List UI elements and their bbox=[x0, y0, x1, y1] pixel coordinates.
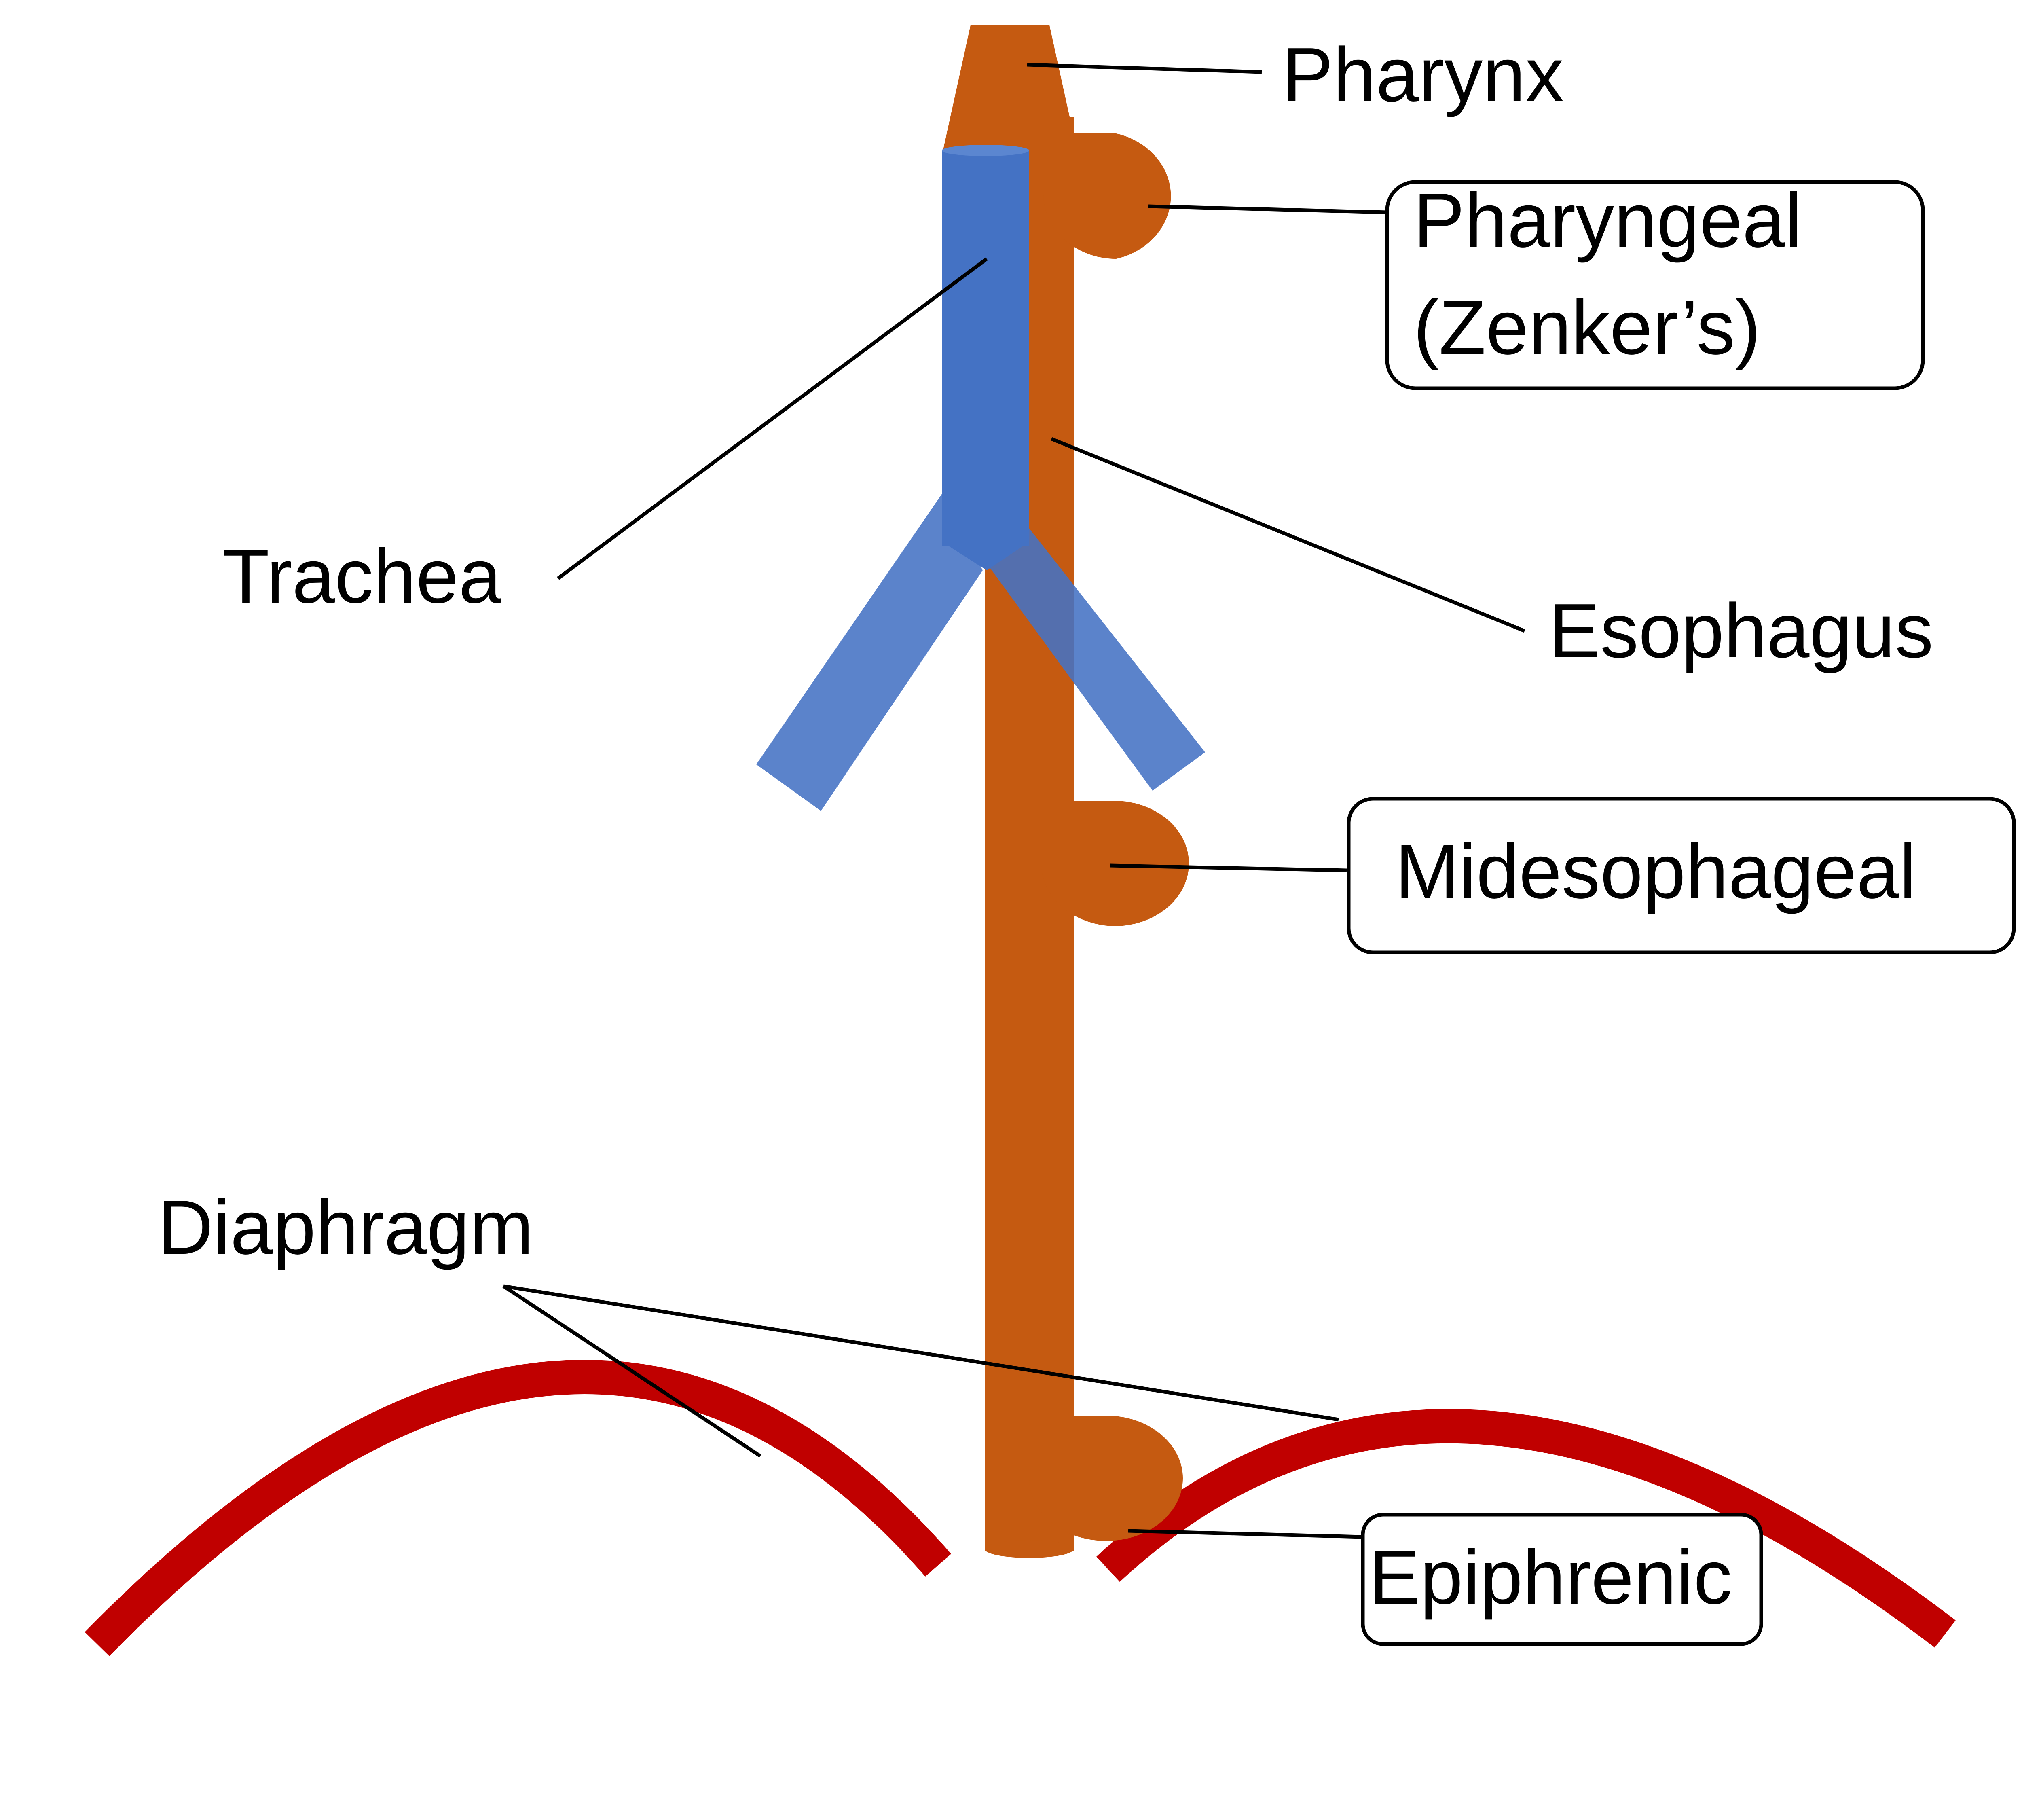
trachea-leader bbox=[557, 257, 988, 580]
midesophageal-label-box bbox=[1347, 797, 2016, 954]
diaphragm-label: Diaphragm bbox=[158, 1185, 533, 1270]
midesophageal-diverticulum bbox=[1041, 801, 1189, 926]
pharynx-leader bbox=[1027, 63, 1262, 74]
epiphrenic-leader bbox=[1128, 1529, 1363, 1539]
trachea-label: Trachea bbox=[222, 533, 501, 619]
esophagus-tube bbox=[985, 526, 1074, 1551]
epiphrenic-label-box bbox=[1361, 1513, 1763, 1646]
epiphrenic-diverticulum bbox=[1029, 1416, 1183, 1541]
esophagus-leader bbox=[1051, 437, 1525, 633]
pharynx-label: Pharynx bbox=[1282, 32, 1564, 118]
pharyngeal-label-line2: (Zenker’s) bbox=[1413, 285, 1761, 370]
pharyngeal-label-line1: Pharyngeal bbox=[1413, 178, 1802, 263]
esophagus-bottom-end bbox=[985, 1540, 1074, 1558]
carina bbox=[942, 542, 1029, 570]
diaphragm-leader-right bbox=[503, 1284, 1339, 1422]
trachea bbox=[756, 145, 1205, 811]
diaphragm-right-dome bbox=[1096, 1409, 1956, 1648]
midesophageal-leader bbox=[1110, 863, 1347, 872]
trachea-top-end bbox=[942, 145, 1029, 156]
trachea-tube bbox=[942, 150, 1029, 546]
left-main-bronchus bbox=[756, 493, 983, 811]
leader-lines bbox=[502, 63, 1525, 1539]
esophagus-label: Esophagus bbox=[1549, 588, 1933, 674]
pharyngeal-label-box bbox=[1385, 180, 1925, 390]
diaphragm-leader-left bbox=[502, 1285, 761, 1458]
epiphrenic-label: Epiphrenic bbox=[1369, 1534, 1732, 1620]
pharyngeal-leader bbox=[1148, 204, 1387, 214]
pharyngeal-diverticulum bbox=[1043, 133, 1171, 259]
right-main-bronchus bbox=[989, 526, 1205, 791]
pharynx-shape bbox=[942, 25, 1078, 154]
diaphragm bbox=[85, 1360, 1956, 1656]
esophagus bbox=[985, 117, 1074, 1558]
diaphragm-left-dome bbox=[85, 1360, 952, 1656]
midesophageal-label: Midesophageal bbox=[1395, 829, 1916, 914]
